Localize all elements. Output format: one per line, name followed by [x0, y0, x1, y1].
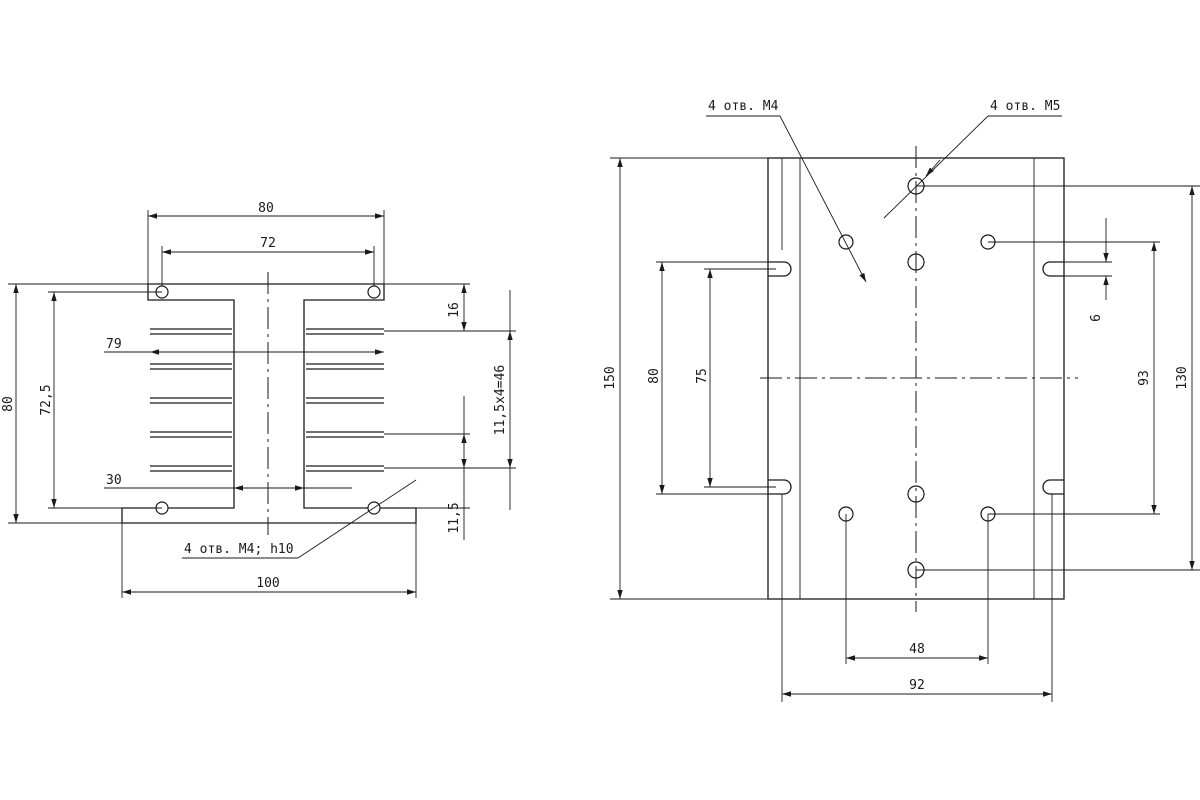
dim-top-offset: 16: [447, 302, 462, 318]
dim-fin-pitch: 11,5x4=46: [493, 365, 508, 435]
callout-holes-m5: 4 отв. М5: [990, 99, 1060, 114]
callout-leader: [297, 479, 417, 559]
dim-top-width-outer: 80: [258, 201, 274, 216]
callout-leader: [883, 115, 989, 219]
fins: [150, 328, 384, 472]
dim-base-width: 100: [256, 576, 279, 591]
dim-bottom-offset: 11,5: [447, 502, 462, 533]
dim-total-height: 150: [603, 366, 618, 389]
callout-leader: [779, 115, 867, 283]
slots: [768, 261, 1064, 495]
dim-fin-span: 79: [106, 337, 122, 352]
dim-slot-spacing-inner: 75: [695, 368, 710, 384]
dim-height-inner: 72,5: [39, 384, 54, 415]
callout-holes-m4: 4 отв. М4: [708, 99, 779, 114]
right-view: 150 80 75 93 130 6 48: [603, 99, 1200, 702]
m4-hole-icon: [838, 234, 854, 250]
dim-height-outer: 80: [1, 396, 16, 412]
dim-slot-width: 6: [1089, 314, 1104, 322]
dim-top-width-inner: 72: [260, 236, 276, 251]
dim-slot-spacing-outer: 80: [647, 368, 662, 384]
dim-hole-spacing-48: 48: [909, 642, 925, 657]
dim-hole-span-93: 93: [1137, 370, 1152, 386]
dim-slot-center-spacing: 92: [909, 678, 925, 693]
callout-holes-m4-h10: 4 отв. М4; h10: [184, 542, 294, 557]
dim-hole-span-130: 130: [1175, 366, 1190, 389]
mount-hole-icon: [367, 285, 381, 299]
left-view: 80 72 79 30 100 80 72,5: [1, 201, 516, 598]
dim-core-width: 30: [106, 473, 122, 488]
